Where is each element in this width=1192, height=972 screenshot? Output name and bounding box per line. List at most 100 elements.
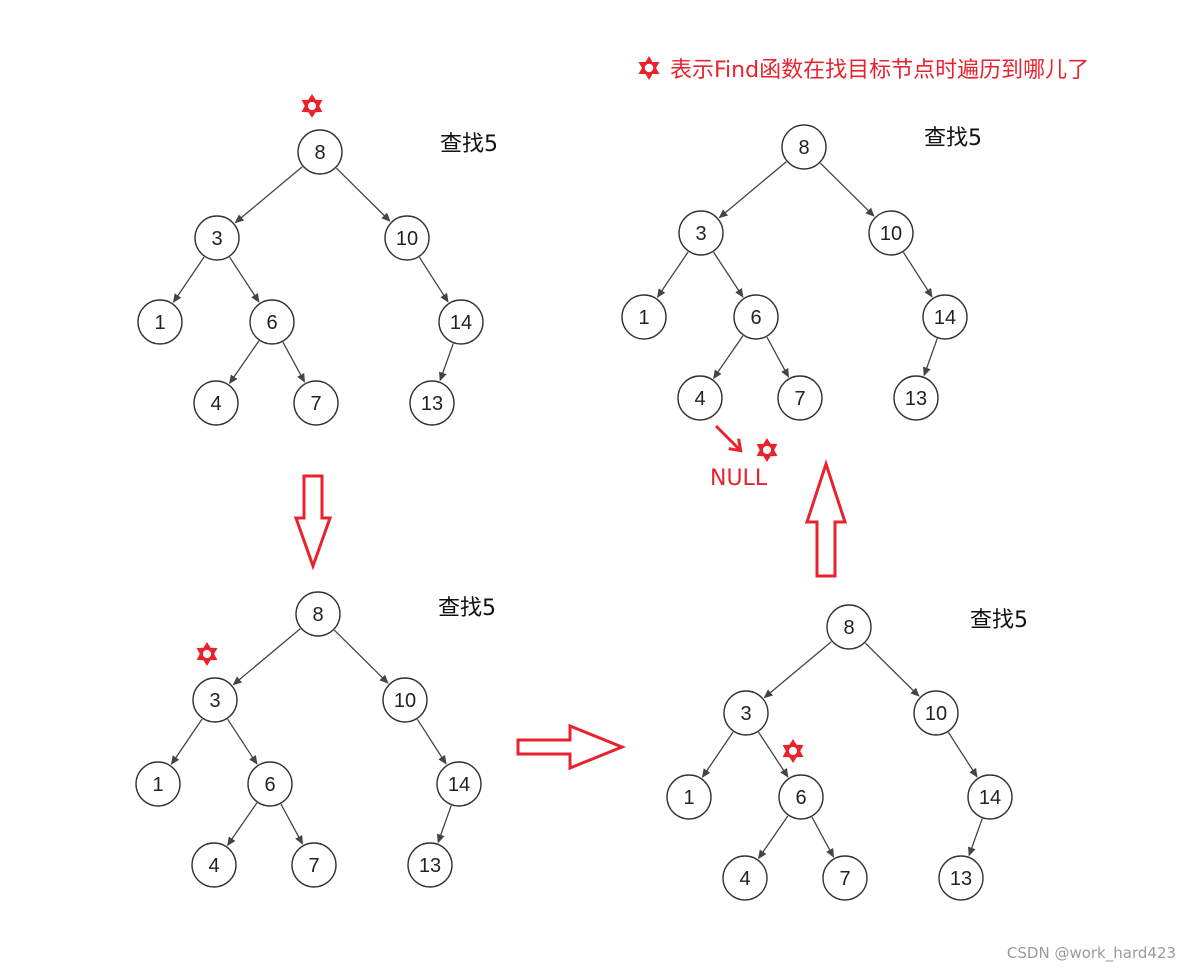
tree-node-8: 8 xyxy=(826,604,872,650)
svg-text:8: 8 xyxy=(843,617,854,639)
legend: 表示Find函数在找目标节点时遍历到哪儿了 xyxy=(636,50,1089,86)
tree-node-8: 8 xyxy=(781,124,827,170)
visited-star-icon-step3 xyxy=(782,739,804,763)
svg-text:1: 1 xyxy=(152,774,163,796)
svg-text:3: 3 xyxy=(740,703,751,725)
tree-node-4: 4 xyxy=(677,375,723,421)
tree-edge-8-10 xyxy=(819,162,875,217)
svg-text:13: 13 xyxy=(421,393,443,415)
tree-step4: 8 3 10 1 6 14 4 7 13 xyxy=(621,124,968,462)
svg-text:10: 10 xyxy=(925,703,947,725)
tree-node-3: 3 xyxy=(723,690,769,736)
tree-edge-14-13 xyxy=(968,818,983,857)
tree-node-1: 1 xyxy=(666,774,712,820)
tree-node-14: 14 xyxy=(436,761,482,807)
tree-node-10: 10 xyxy=(913,690,959,736)
tree-node-7: 7 xyxy=(291,842,337,888)
tree-node-8: 8 xyxy=(297,129,343,175)
tree-edge-6-4 xyxy=(229,340,260,385)
visited-star-icon-step2 xyxy=(196,642,218,666)
svg-text:14: 14 xyxy=(450,312,472,334)
down-flow-arrow xyxy=(293,474,333,571)
tree-edge-3-6 xyxy=(227,718,258,765)
svg-text:1: 1 xyxy=(154,312,165,334)
search-label-step4: 查找5 xyxy=(924,126,982,151)
tree-edge-8-3 xyxy=(718,161,787,219)
tree-node-14: 14 xyxy=(967,774,1013,820)
svg-text:13: 13 xyxy=(950,868,972,890)
tree-node-6: 6 xyxy=(733,294,779,340)
tree-node-1: 1 xyxy=(135,761,181,807)
tree-edge-14-13 xyxy=(439,343,454,382)
tree-edge-3-6 xyxy=(713,251,744,298)
svg-text:10: 10 xyxy=(880,223,902,245)
tree-node-1: 1 xyxy=(137,299,183,345)
svg-text:7: 7 xyxy=(794,388,805,410)
svg-text:1: 1 xyxy=(683,787,694,809)
svg-text:14: 14 xyxy=(934,307,956,329)
tree-edge-14-13 xyxy=(923,338,938,377)
svg-text:3: 3 xyxy=(209,690,220,712)
tree-edge-6-4 xyxy=(758,815,789,860)
red-star-icon xyxy=(638,56,660,80)
svg-text:7: 7 xyxy=(310,393,321,415)
tree-edge-6-7 xyxy=(280,803,304,845)
tree-edge-10-14 xyxy=(418,256,449,303)
tree-node-4: 4 xyxy=(722,855,768,901)
tree-node-8: 8 xyxy=(295,591,341,637)
tree-edge-3-1 xyxy=(701,731,734,778)
tree-node-6: 6 xyxy=(247,761,293,807)
tree-edge-3-6 xyxy=(229,256,260,303)
null-label: NULL xyxy=(710,466,768,491)
svg-text:4: 4 xyxy=(210,393,221,415)
legend-text: 表示Find函数在找目标节点时遍历到哪儿了 xyxy=(670,58,1090,83)
tree-node-10: 10 xyxy=(868,210,914,256)
tree-edge-3-6 xyxy=(758,731,789,778)
tree-node-13: 13 xyxy=(938,855,984,901)
tree-edge-8-3 xyxy=(232,628,301,686)
tree-edge-10-14 xyxy=(947,731,978,778)
svg-text:6: 6 xyxy=(795,787,806,809)
search-label-step2: 查找5 xyxy=(438,596,496,621)
tree-edge-6-4 xyxy=(713,335,744,380)
tree-edge-6-4 xyxy=(227,802,258,847)
tree-node-7: 7 xyxy=(293,380,339,426)
tree-node-13: 13 xyxy=(409,380,455,426)
watermark: CSDN @work_hard423 xyxy=(1006,944,1176,962)
tree-node-10: 10 xyxy=(384,215,430,261)
tree-edge-3-1 xyxy=(170,718,203,765)
visited-star-icon-step4 xyxy=(756,438,778,462)
tree-node-3: 3 xyxy=(678,210,724,256)
tree-node-6: 6 xyxy=(778,774,824,820)
svg-text:8: 8 xyxy=(314,142,325,164)
svg-text:7: 7 xyxy=(308,855,319,877)
search-label-step1: 查找5 xyxy=(440,132,498,157)
search-label-step3: 查找5 xyxy=(970,608,1028,633)
tree-edge-8-10 xyxy=(333,629,389,684)
svg-text:10: 10 xyxy=(394,690,416,712)
tree-node-1: 1 xyxy=(621,294,667,340)
svg-text:3: 3 xyxy=(695,223,706,245)
svg-text:13: 13 xyxy=(905,388,927,410)
svg-text:4: 4 xyxy=(694,388,705,410)
svg-text:6: 6 xyxy=(266,312,277,334)
tree-node-6: 6 xyxy=(249,299,295,345)
svg-text:8: 8 xyxy=(312,604,323,626)
tree-node-3: 3 xyxy=(192,677,238,723)
svg-text:4: 4 xyxy=(739,868,750,890)
svg-text:1: 1 xyxy=(638,307,649,329)
tree-edge-6-7 xyxy=(766,336,790,378)
tree-node-14: 14 xyxy=(922,294,968,340)
tree-node-3: 3 xyxy=(194,215,240,261)
svg-text:14: 14 xyxy=(448,774,470,796)
tree-node-13: 13 xyxy=(893,375,939,421)
tree-edge-8-10 xyxy=(335,167,391,222)
svg-text:6: 6 xyxy=(264,774,275,796)
up-flow-arrow xyxy=(804,459,848,578)
svg-text:13: 13 xyxy=(419,855,441,877)
svg-text:3: 3 xyxy=(211,228,222,250)
